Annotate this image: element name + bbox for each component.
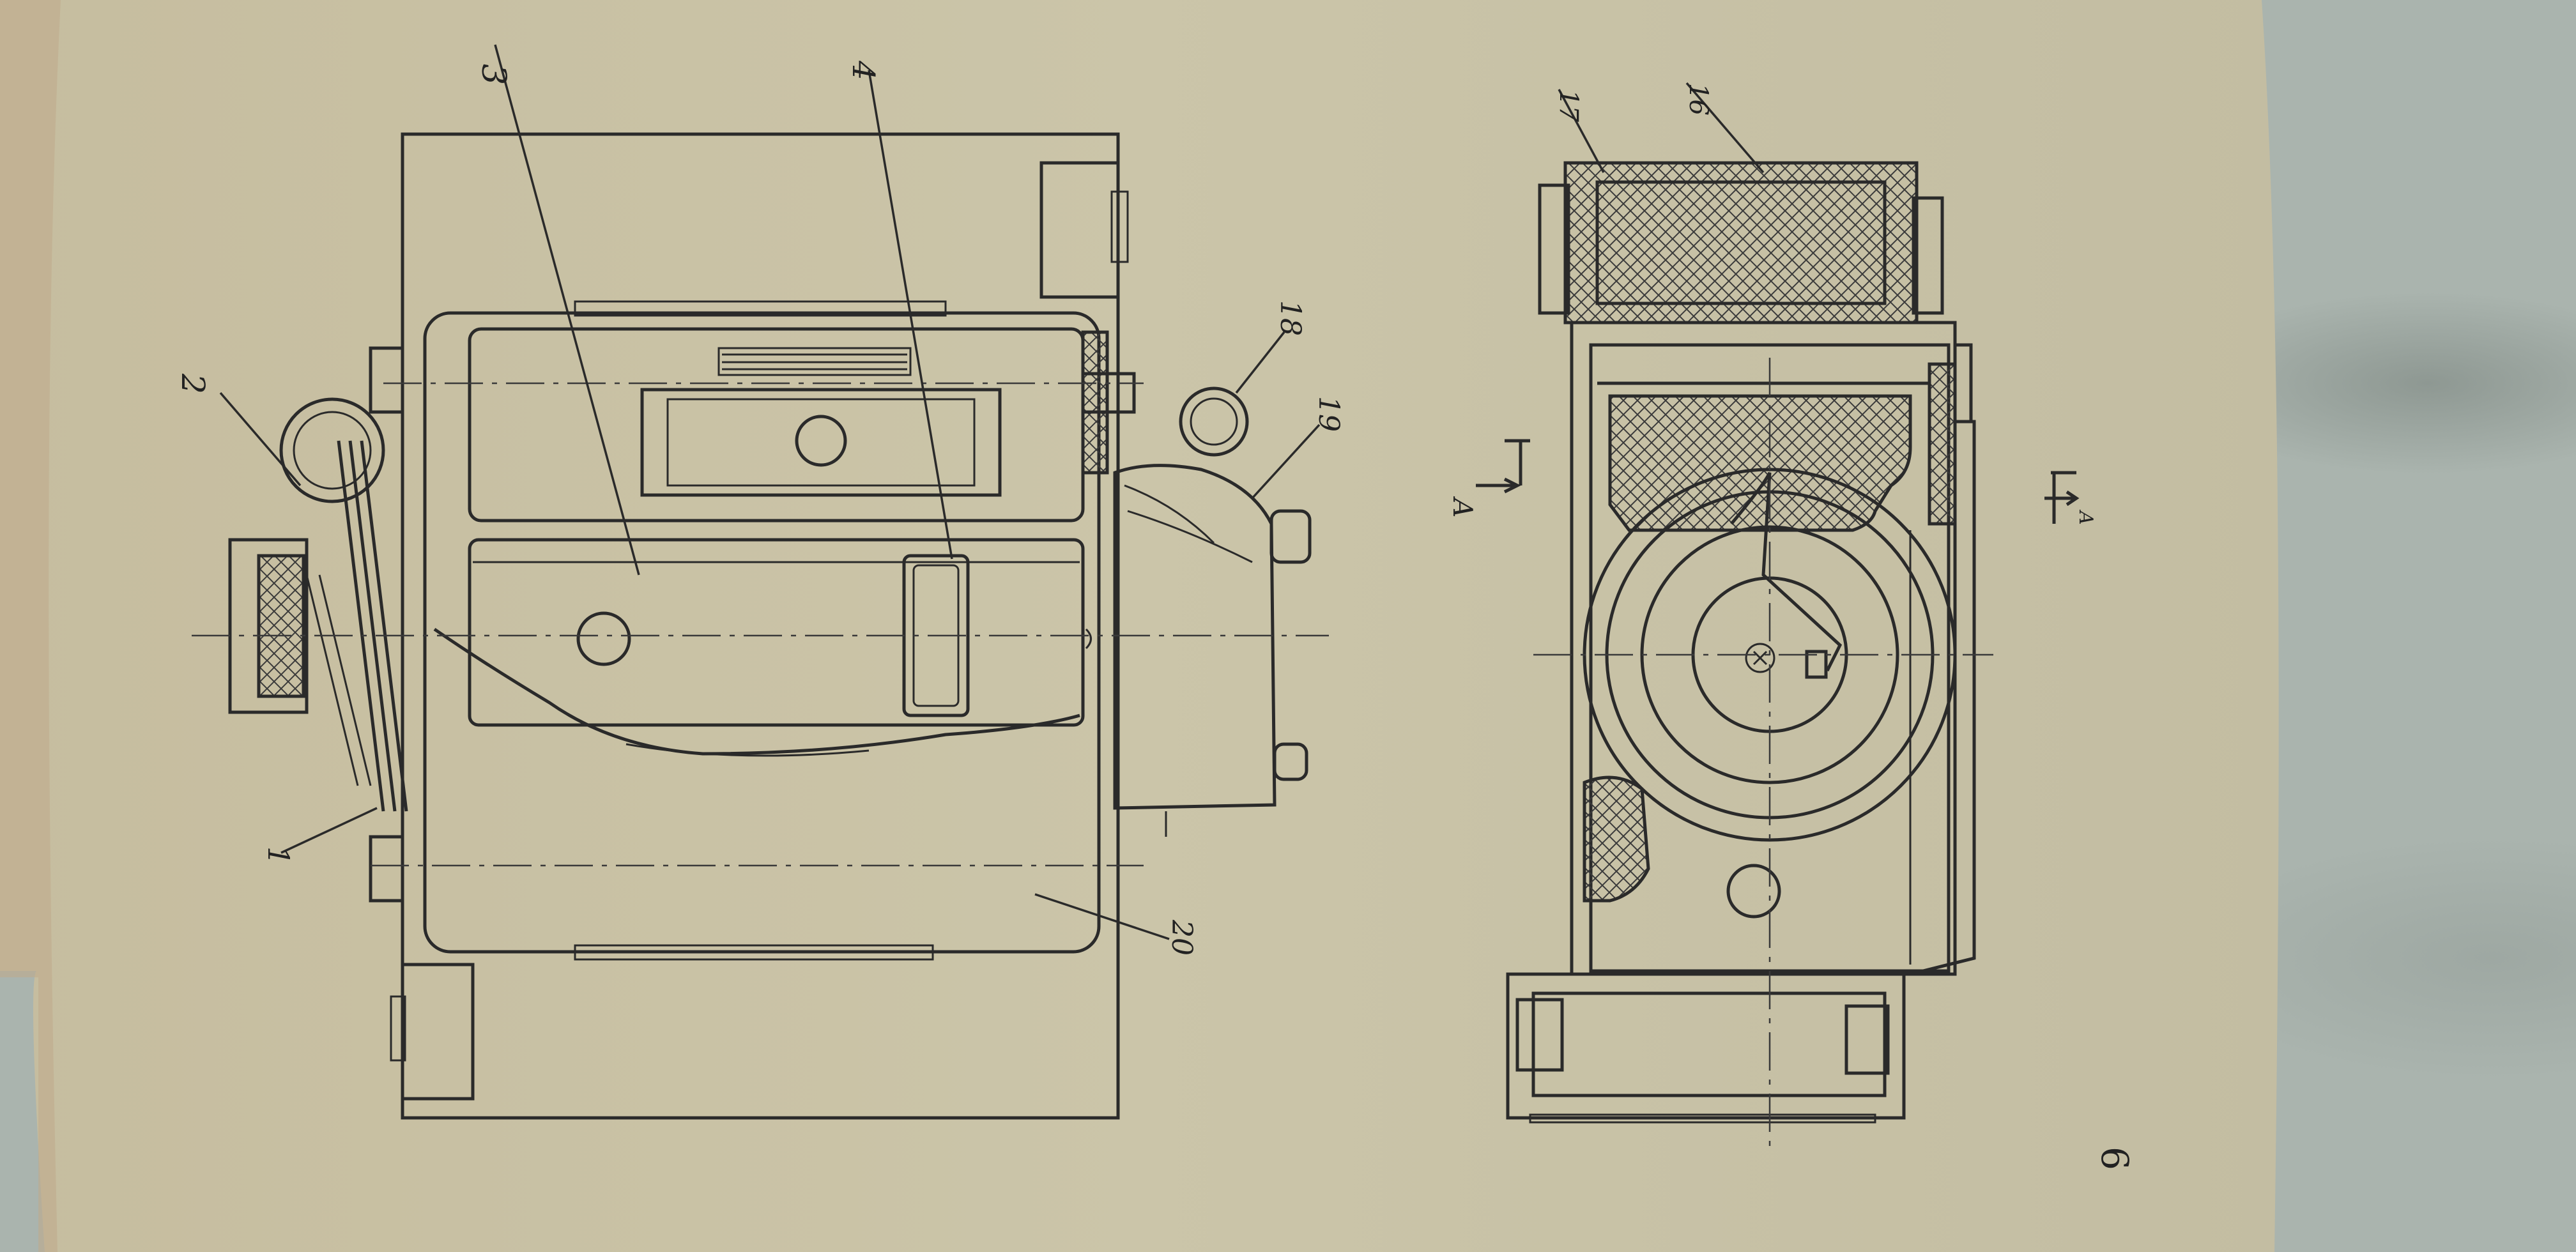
back-plate xyxy=(423,311,1101,954)
section-base-inner xyxy=(1531,991,1887,1097)
corner-block xyxy=(1039,161,1120,299)
figure-section-view: 17 16 A A xyxy=(1447,82,2097,1150)
top-rail xyxy=(574,300,947,317)
strap-buckle xyxy=(228,538,309,714)
grip-knob xyxy=(1269,509,1312,564)
section-base xyxy=(1506,972,1906,1120)
upper-slot xyxy=(717,347,912,376)
callout-16: 16 xyxy=(1683,83,1713,116)
lower-hole xyxy=(1726,864,1781,919)
section-lug xyxy=(1912,196,1944,315)
strap-ring xyxy=(279,397,385,503)
callout-2: 2 xyxy=(174,373,211,394)
corner-block xyxy=(401,963,475,1101)
callout-4: 4 xyxy=(845,60,881,80)
lug-ring xyxy=(1179,386,1249,457)
callout-18: 18 xyxy=(1274,300,1307,336)
pressure-plate xyxy=(468,538,1085,727)
section-cavity xyxy=(1608,394,1912,532)
strap-buckle-hatch xyxy=(257,554,305,698)
base-foot xyxy=(1515,998,1564,1072)
corner-nub xyxy=(1110,190,1129,263)
callout-17: 17 xyxy=(1554,89,1583,122)
right-stub xyxy=(1081,372,1136,414)
section-lower-pad xyxy=(1583,775,1650,903)
section-block-17-outline xyxy=(1595,180,1887,305)
callout-3: 3 xyxy=(474,64,512,85)
plate-hole xyxy=(576,611,631,666)
corner-nub xyxy=(390,995,406,1062)
page-edge-shadow xyxy=(0,0,61,1252)
film-window xyxy=(640,388,1002,497)
section-block-16 xyxy=(1563,161,1919,324)
spool-spring xyxy=(1730,471,1843,672)
right-hatch-strip xyxy=(1081,330,1109,475)
bottom-rail xyxy=(574,944,934,961)
camera-body-outline xyxy=(401,132,1120,1120)
hand-grip xyxy=(1113,464,1276,810)
plate-pin xyxy=(1085,628,1092,650)
section-label-right: A xyxy=(2074,509,2097,525)
spool-latch xyxy=(1805,650,1828,679)
section-label-left: A xyxy=(1447,496,1478,517)
page-number: 6 xyxy=(2093,1147,2136,1170)
strap-band xyxy=(337,440,408,812)
callout-20: 20 xyxy=(1165,919,1198,956)
section-mark-left xyxy=(1505,439,1530,485)
paper-sheet xyxy=(0,0,2279,1252)
base-foot xyxy=(1844,1004,1890,1075)
window-hole xyxy=(795,415,847,467)
grip-knob xyxy=(1273,742,1308,781)
section-right-column xyxy=(1928,362,1957,526)
left-stud xyxy=(369,346,404,414)
section-lug xyxy=(1538,183,1570,315)
spool-axle xyxy=(1745,643,1775,673)
figure-camera-back: 3 4 2 1 18 19 20 xyxy=(174,44,1345,1120)
left-stud xyxy=(369,835,404,903)
callout-1: 1 xyxy=(261,846,296,865)
callout-19: 19 xyxy=(1312,396,1345,432)
film-window-inner xyxy=(666,398,976,487)
